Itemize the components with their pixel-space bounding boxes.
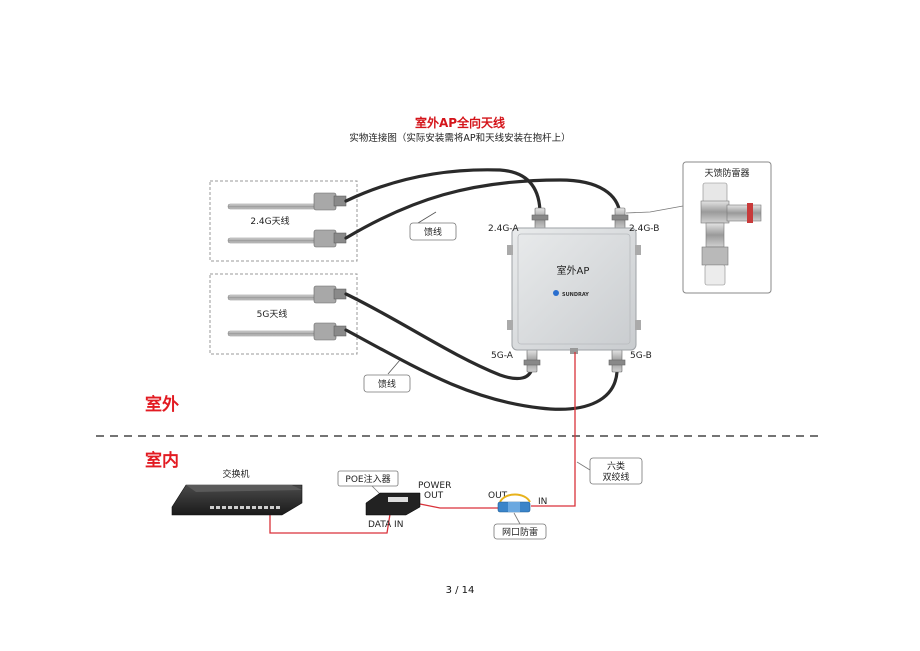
cable-switch-to-poe <box>269 507 392 534</box>
antenna-5g-1 <box>227 285 347 304</box>
ap-connectors <box>523 207 629 373</box>
feeder-24g-1-to-24g-a <box>344 168 542 216</box>
surge-protector-label: 天馈防雷器 <box>704 167 749 179</box>
antenna-24g-label: 2.4G天线 <box>250 215 289 227</box>
feeder-cables <box>344 168 622 411</box>
cable-label-line2: 双绞线 <box>602 471 629 483</box>
diagram-title: 室外AP全向天线 <box>415 115 505 130</box>
cable-label-line1: 六类 <box>607 460 625 472</box>
antenna-24g-1 <box>227 192 347 211</box>
port-label-24g-b: 2.4G-B <box>629 224 659 234</box>
diagram-subtitle: 实物连接图（实际安装需将AP和天线安装在抱杆上） <box>349 132 570 144</box>
poe-injector <box>365 492 421 516</box>
port-label-5g-b: 5G-B <box>630 351 652 361</box>
feeder-label-bottom-box: 馈线 <box>363 359 411 393</box>
surge-callout-line <box>625 205 684 214</box>
lan-protector-out: OUT <box>488 491 508 501</box>
poe-label-box: POE注入器 <box>337 470 399 495</box>
poe-power-out-line2: OUT <box>424 491 444 501</box>
feeder-5g-1-to-5g-a <box>344 292 534 381</box>
cable-lan-protector-to-poe <box>419 503 498 509</box>
poe-label: POE注入器 <box>345 473 390 485</box>
cable-ap-to-lan-protector <box>531 352 576 507</box>
lan-protector-label-box: 网口防雷 <box>493 512 547 540</box>
brand-logo-icon <box>553 290 559 296</box>
antenna-24g-2 <box>227 229 347 248</box>
poe-power-out-line1: POWER <box>418 481 451 491</box>
antenna-5g-label: 5G天线 <box>257 308 288 320</box>
antenna-24g-box <box>209 180 358 262</box>
feeder-label-top-box: 馈线 <box>409 211 457 241</box>
lan-protector-label: 网口防雷 <box>502 526 538 538</box>
outdoor-ap: 室外AP SUNDRAY <box>507 227 641 354</box>
ap-brand: SUNDRAY <box>562 292 589 298</box>
switch-label: 交换机 <box>222 468 249 480</box>
feeder-24g-2-to-24g-b <box>344 178 622 240</box>
feeder-5g-2-to-5g-b <box>344 328 619 411</box>
port-label-5g-a: 5G-A <box>491 351 514 361</box>
lan-surge-protector <box>497 493 531 513</box>
zone-indoor-label: 室内 <box>145 450 179 471</box>
ap-label: 室外AP <box>557 264 590 277</box>
cable-label-box: 六类 双绞线 <box>576 457 643 485</box>
antenna-5g-box <box>209 273 358 355</box>
poe-data-in: DATA IN <box>368 520 403 530</box>
feeder-label-top: 馈线 <box>424 226 442 238</box>
port-label-24g-a: 2.4G-A <box>488 224 519 234</box>
antenna-surge-protector: 天馈防雷器 <box>682 161 772 294</box>
antenna-5g-2 <box>227 322 347 341</box>
network-switch <box>171 484 303 516</box>
zone-outdoor-label: 室外 <box>145 394 179 415</box>
page-number: 3 / 14 <box>446 585 475 596</box>
lan-protector-in: IN <box>538 497 547 507</box>
feeder-label-bottom: 馈线 <box>378 378 396 390</box>
